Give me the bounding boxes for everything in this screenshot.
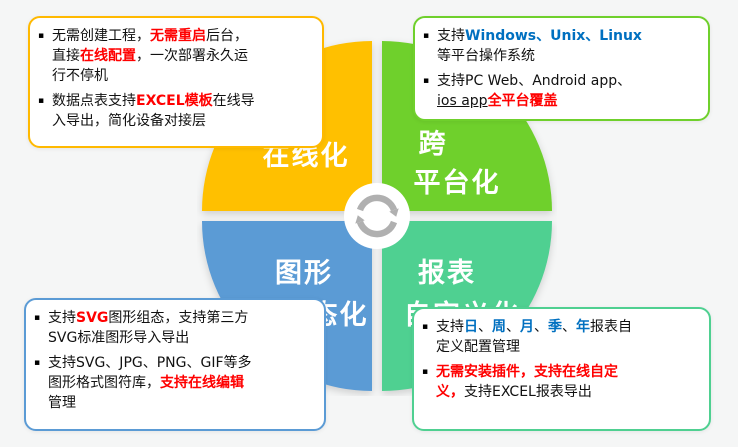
callout-text: 无需创建工程，无需重启后台，直接在线配置，一次部署永久运行不停机 <box>52 28 248 84</box>
bullet-icon: ▪ <box>38 96 45 106</box>
callout-text: 数据点表支持EXCEL模板在线导入导出，简化设备对接层 <box>52 93 255 129</box>
quadrant-label-report-custom-line1: 报表 <box>418 258 476 289</box>
callout-item: ▪ 无需创建工程，无需重启后台，直接在线配置，一次部署永久运行不停机 <box>38 26 312 86</box>
callout-text: 支持Windows、Unix、Linux等平台操作系统 <box>437 28 642 64</box>
callout-text: 支持PC Web、Android app、ios app全平台覆盖 <box>437 73 632 109</box>
callout-item: ▪ 支持Windows、Unix、Linux等平台操作系统 <box>423 26 698 66</box>
callout-item: ▪ 支持SVG图形组态，支持第三方SVG标准图形导入导出 <box>34 308 314 348</box>
callout-graphic-config: ▪ 支持SVG图形组态，支持第三方SVG标准图形导入导出 ▪ 支持SVG、JPG、PN… <box>24 298 326 431</box>
bullet-icon: ▪ <box>422 322 429 332</box>
callout-text: 支持日、周、月、季、年报表自定义配置管理 <box>436 319 632 355</box>
callout-item: ▪ 数据点表支持EXCEL模板在线导入导出，简化设备对接层 <box>38 91 312 131</box>
callout-text: 无需安装插件，支持在线自定义，支持EXCEL报表导出 <box>436 364 618 400</box>
quadrant-label-graphic-config-line1: 图形 <box>275 258 333 289</box>
quadrant-label-cross-platform-line2: 平台化 <box>414 167 501 199</box>
center-hub <box>344 183 410 249</box>
callout-cross-platform: ▪ 支持Windows、Unix、Linux等平台操作系统 ▪ 支持PC Web、An… <box>413 16 710 121</box>
callout-item: ▪ 支持日、周、月、季、年报表自定义配置管理 <box>422 317 699 357</box>
bullet-icon: ▪ <box>423 76 430 86</box>
bullet-icon: ▪ <box>38 31 45 41</box>
callout-text: 支持SVG、JPG、PNG、GIF等多图形格式图符库，支持在线编辑管理 <box>48 355 252 411</box>
callout-item: ▪ 无需安装插件，支持在线自定义，支持EXCEL报表导出 <box>422 362 699 402</box>
bullet-icon: ▪ <box>34 313 41 323</box>
quadrant-label-cross-platform-line1: 跨 <box>419 129 448 160</box>
bullet-icon: ▪ <box>423 31 430 41</box>
callout-online: ▪ 无需创建工程，无需重启后台，直接在线配置，一次部署永久运行不停机 ▪ 数据点表支持… <box>28 16 324 148</box>
bullet-icon: ▪ <box>422 367 429 377</box>
callout-report-custom: ▪ 支持日、周、月、季、年报表自定义配置管理 ▪ 无需安装插件，支持在线自定义，支持E… <box>412 307 711 431</box>
callout-text: 支持SVG图形组态，支持第三方SVG标准图形导入导出 <box>48 310 249 346</box>
callout-item: ▪ 支持SVG、JPG、PNG、GIF等多图形格式图符库，支持在线编辑管理 <box>34 353 314 413</box>
bullet-icon: ▪ <box>34 358 41 368</box>
callout-item: ▪ 支持PC Web、Android app、ios app全平台覆盖 <box>423 71 698 111</box>
sync-arrows-icon <box>355 194 399 238</box>
